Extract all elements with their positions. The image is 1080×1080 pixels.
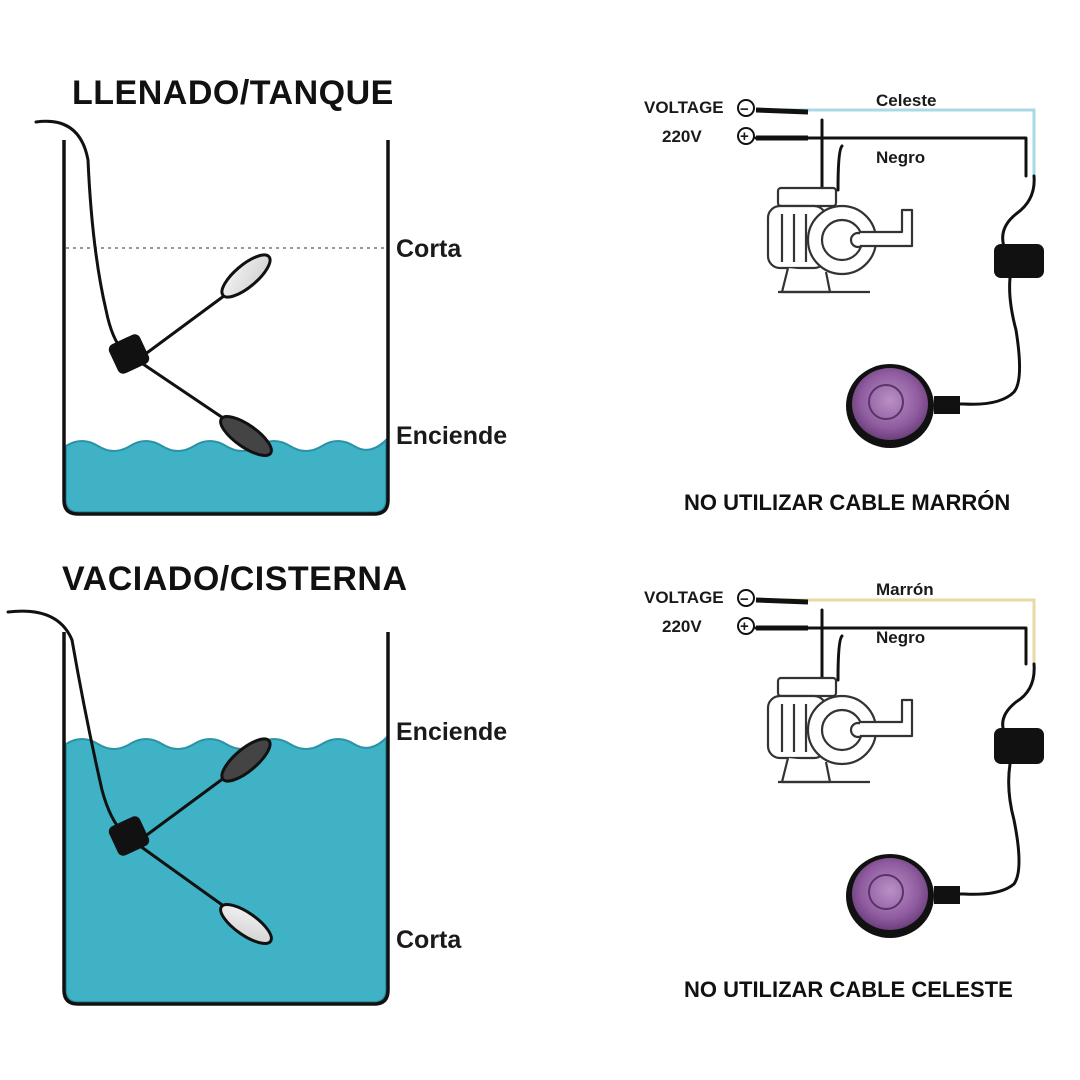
wire-top-label: Marrón bbox=[876, 580, 934, 599]
float-bob-lower bbox=[219, 415, 273, 457]
wire-top-label: Celeste bbox=[876, 91, 936, 110]
minus-symbol: − bbox=[740, 591, 749, 608]
minus-terminal-icon bbox=[737, 99, 755, 117]
wire-plug-minus bbox=[755, 597, 809, 605]
voltage-label: VOLTAGE bbox=[644, 588, 724, 607]
float-cable bbox=[942, 276, 1022, 406]
panel-wiring-top: VOLTAGE 220V − + Celeste Negro bbox=[644, 91, 1044, 515]
panel-vaciado-cisterna: VACIADO/CISTERNA Enciende Corta bbox=[6, 560, 507, 1006]
float-switch-neck bbox=[934, 396, 960, 414]
plus-terminal-icon bbox=[737, 127, 755, 145]
float-switch-body bbox=[852, 368, 928, 440]
float-cable bbox=[1001, 174, 1036, 254]
pump-icon bbox=[766, 186, 914, 294]
float-cable bbox=[1001, 662, 1036, 738]
float-cable bbox=[6, 609, 126, 836]
pump-lead bbox=[820, 608, 844, 682]
panel-wiring-bottom: VOLTAGE 220V − + Marrón Negro bbox=[644, 580, 1044, 1002]
wire-celeste bbox=[756, 108, 1036, 176]
warning-note: NO UTILIZAR CABLE MARRÓN bbox=[684, 490, 1010, 515]
label-corta: Corta bbox=[396, 235, 462, 263]
counterweight bbox=[108, 334, 150, 374]
wire-plug-minus bbox=[755, 107, 809, 115]
water bbox=[65, 437, 387, 513]
label-corta: Corta bbox=[396, 926, 462, 954]
warning-note: NO UTILIZAR CABLE CELESTE bbox=[684, 977, 1013, 1002]
rod-lower bbox=[138, 360, 234, 426]
plus-symbol: + bbox=[740, 128, 749, 145]
panel-llenado-tanque: LLENADO/TANQUE Corta Enciende bbox=[34, 74, 507, 516]
rod-lower bbox=[138, 844, 234, 914]
float-bob-upper bbox=[220, 737, 272, 783]
pump-icon bbox=[766, 676, 914, 784]
voltage-value: 220V bbox=[662, 617, 702, 636]
float-switch-ring bbox=[868, 874, 904, 910]
minus-terminal-icon bbox=[737, 589, 755, 607]
wire-bottom-label: Negro bbox=[876, 148, 925, 167]
panel-title: VACIADO/CISTERNA bbox=[62, 560, 408, 598]
tank-outline bbox=[62, 632, 390, 1006]
float-switch-ring bbox=[868, 384, 904, 420]
float-switch-body bbox=[852, 858, 928, 930]
rod-upper bbox=[138, 770, 234, 842]
float-cable bbox=[942, 762, 1021, 896]
wire-bottom-label: Negro bbox=[876, 628, 925, 647]
voltage-label: VOLTAGE bbox=[644, 98, 724, 117]
tank-outline bbox=[62, 140, 390, 516]
plus-terminal-icon bbox=[737, 617, 755, 635]
pump-lead bbox=[820, 118, 844, 192]
wire-marron bbox=[756, 598, 1036, 664]
float-switch-neck bbox=[934, 886, 960, 904]
label-enciende: Enciende bbox=[396, 718, 507, 746]
counterweight bbox=[994, 728, 1044, 764]
float-bob-lower bbox=[219, 903, 273, 945]
float-bob-upper bbox=[220, 253, 272, 299]
minus-symbol: − bbox=[740, 101, 749, 118]
panel-title: LLENADO/TANQUE bbox=[72, 74, 394, 112]
voltage-value: 220V bbox=[662, 127, 702, 146]
label-enciende: Enciende bbox=[396, 422, 507, 450]
counterweight bbox=[994, 244, 1044, 278]
float-cable bbox=[34, 119, 126, 354]
plus-symbol: + bbox=[740, 618, 749, 635]
rod-upper bbox=[138, 288, 234, 360]
